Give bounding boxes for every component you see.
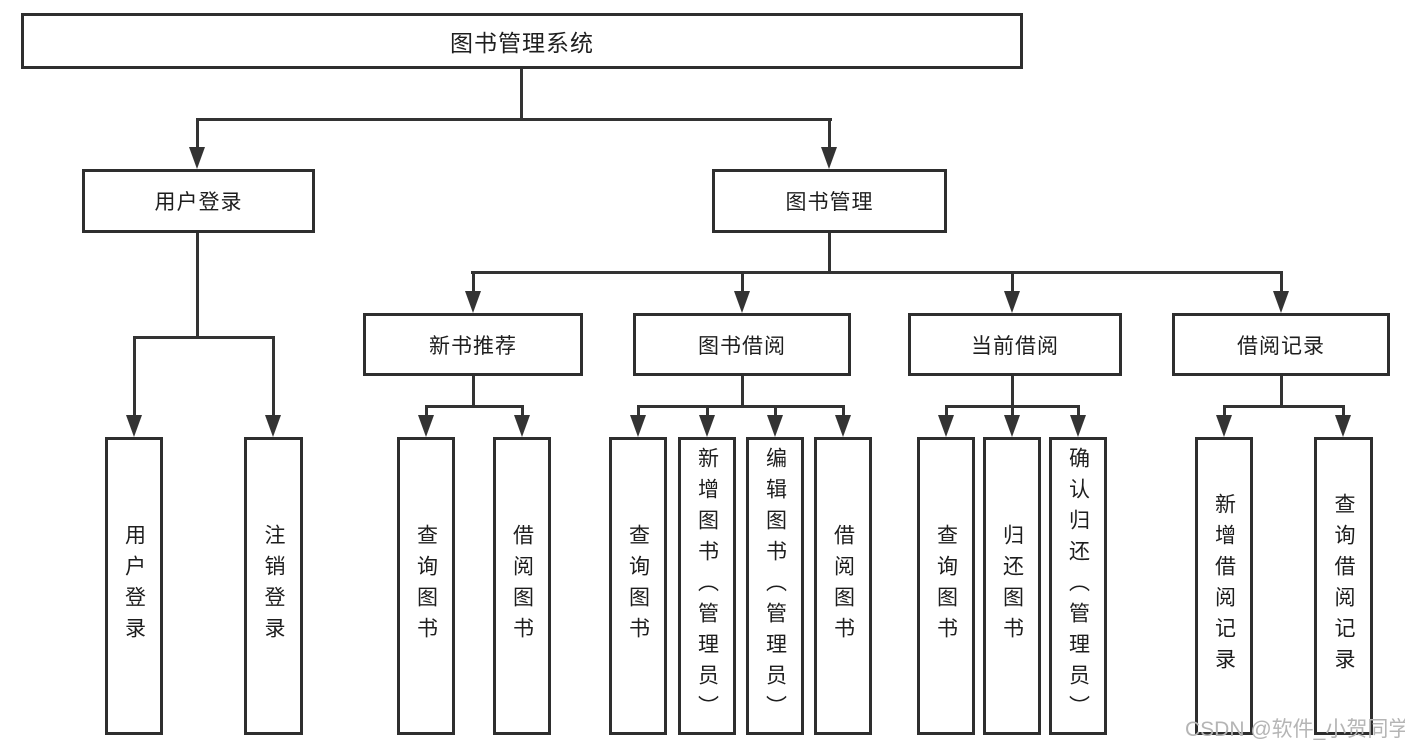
node-borrow-record: 借阅记录 <box>1172 313 1390 376</box>
arrow-down-icon <box>189 147 205 169</box>
leaf-label: 查询借阅记录 <box>1332 493 1355 679</box>
arrow-down-icon <box>1216 415 1232 437</box>
leaf-borrow-book: 借阅图书 <box>814 437 872 735</box>
connector-line <box>1342 405 1345 419</box>
connector-line <box>471 271 1283 274</box>
connector-line <box>1011 376 1014 405</box>
leaf-query-borrow-record: 查询借阅记录 <box>1314 437 1373 735</box>
node-new-book-recommend: 新书推荐 <box>363 313 583 376</box>
arrow-down-icon <box>1335 415 1351 437</box>
connector-line <box>472 271 475 295</box>
arrow-down-icon <box>699 415 715 437</box>
connector-line <box>196 233 199 336</box>
connector-line <box>425 405 524 408</box>
arrow-down-icon <box>734 291 750 313</box>
node-user-login: 用户登录 <box>82 169 315 233</box>
connector-line <box>1223 405 1345 408</box>
leaf-label: 注销登录 <box>262 524 285 648</box>
leaf-add-borrow-record: 新增借阅记录 <box>1195 437 1253 735</box>
connector-line <box>520 69 523 118</box>
connector-line <box>1223 405 1226 419</box>
leaf-user-login: 用户登录 <box>105 437 163 735</box>
arrow-down-icon <box>1004 291 1020 313</box>
connector-line <box>1280 376 1283 405</box>
csdn-watermark: CSDN @软件_小贺同学 <box>1185 718 1405 741</box>
leaf-label: 用户登录 <box>122 524 146 648</box>
connector-line <box>196 118 199 151</box>
leaf-query-book: 查询图书 <box>609 437 667 735</box>
arrow-down-icon <box>767 415 783 437</box>
leaf-label: 确认归还（管理员） <box>1066 446 1090 726</box>
arrow-down-icon <box>1273 291 1289 313</box>
connector-line <box>425 405 428 419</box>
connector-line <box>133 336 275 339</box>
leaf-label: 查询图书 <box>934 524 958 648</box>
connector-line <box>945 405 948 419</box>
leaf-label: 查询图书 <box>414 524 438 648</box>
leaf-query-book: 查询图书 <box>397 437 455 735</box>
leaf-label: 编辑图书（管理员） <box>763 446 787 726</box>
connector-line <box>133 336 136 419</box>
leaf-label: 归还图书 <box>1000 524 1024 648</box>
node-current-borrow: 当前借阅 <box>908 313 1122 376</box>
connector-line <box>706 405 709 419</box>
leaf-return-book: 归还图书 <box>983 437 1041 735</box>
leaf-query-book: 查询图书 <box>917 437 975 735</box>
arrow-down-icon <box>418 415 434 437</box>
node-root: 图书管理系统 <box>21 13 1023 69</box>
arrow-down-icon <box>265 415 281 437</box>
arrow-down-icon <box>126 415 142 437</box>
arrow-down-icon <box>514 415 530 437</box>
connector-line <box>637 405 640 419</box>
connector-line <box>741 271 744 295</box>
leaf-add-book-admin: 新增图书（管理员） <box>678 437 736 735</box>
leaf-logout: 注销登录 <box>244 437 303 735</box>
connector-line <box>774 405 777 419</box>
connector-line <box>842 405 845 419</box>
leaf-edit-book-admin: 编辑图书（管理员） <box>746 437 804 735</box>
connector-line <box>1280 271 1283 295</box>
leaf-confirm-return-admin: 确认归还（管理员） <box>1049 437 1107 735</box>
connector-line <box>637 405 845 408</box>
arrow-down-icon <box>938 415 954 437</box>
arrow-down-icon <box>821 147 837 169</box>
connector-line <box>828 233 831 271</box>
connector-line <box>828 118 831 151</box>
connector-line <box>1011 271 1014 295</box>
arrow-down-icon <box>630 415 646 437</box>
node-book-borrow: 图书借阅 <box>633 313 851 376</box>
leaf-label: 借阅图书 <box>831 524 855 648</box>
connector-line <box>196 118 832 121</box>
leaf-label: 新增借阅记录 <box>1212 493 1236 679</box>
connector-line <box>521 405 524 419</box>
arrow-down-icon <box>465 291 481 313</box>
connector-line <box>272 336 275 419</box>
node-book-management: 图书管理 <box>712 169 947 233</box>
connector-line <box>1011 405 1014 419</box>
arrow-down-icon <box>835 415 851 437</box>
connector-line <box>472 376 475 405</box>
leaf-label: 新增图书（管理员） <box>695 446 719 726</box>
leaf-label: 查询图书 <box>626 524 650 648</box>
arrow-down-icon <box>1004 415 1020 437</box>
arrow-down-icon <box>1070 415 1086 437</box>
leaf-label: 借阅图书 <box>510 524 534 648</box>
leaf-borrow-book: 借阅图书 <box>493 437 551 735</box>
connector-line <box>741 376 744 405</box>
connector-line <box>1077 405 1080 419</box>
